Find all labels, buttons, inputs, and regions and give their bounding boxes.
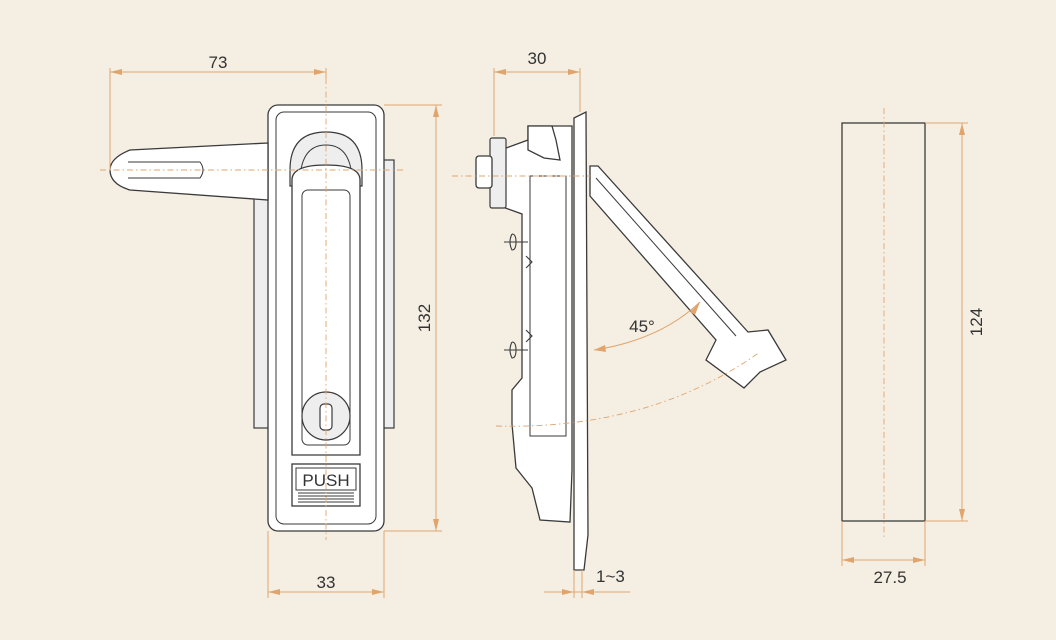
side-handle-edge	[595, 177, 737, 337]
push-label-box	[295, 467, 357, 491]
dim-132	[384, 104, 442, 532]
side-cam	[527, 125, 561, 161]
dim-45-arc	[593, 301, 701, 352]
dim-30-label: 30	[528, 49, 547, 68]
side-handle-open	[589, 165, 787, 389]
dim-1-3-label: 1~3	[596, 567, 625, 586]
dim-124	[925, 122, 968, 522]
side-flange	[573, 110, 589, 571]
dim-73-label: 73	[209, 53, 228, 72]
side-body-inner	[529, 175, 567, 437]
dim-33	[267, 531, 385, 598]
front-view: PUSH	[100, 78, 404, 540]
dim-30	[493, 68, 581, 136]
side-clip-upper	[504, 233, 533, 269]
front-handle-arm	[109, 142, 269, 201]
dim-124-label: 124	[967, 308, 986, 336]
dim-1-3	[544, 570, 630, 598]
push-text: PUSH	[302, 471, 349, 490]
side-clip-lower	[504, 329, 533, 359]
panel-cutout	[841, 108, 926, 540]
side-spindle-nut	[475, 155, 493, 189]
front-head-ring	[299, 144, 353, 179]
dim-45-label: 45°	[629, 317, 655, 336]
dim-27-5-label: 27.5	[873, 568, 906, 587]
side-swing-arc	[495, 351, 761, 427]
dim-27-5	[841, 521, 926, 566]
dim-33-label: 33	[317, 573, 336, 592]
side-body	[499, 125, 573, 523]
dim-132-label: 132	[415, 304, 434, 332]
front-handle-groove	[128, 161, 204, 179]
cutout-rectangle	[841, 122, 926, 522]
dim-73	[109, 68, 327, 170]
side-view	[452, 110, 787, 571]
